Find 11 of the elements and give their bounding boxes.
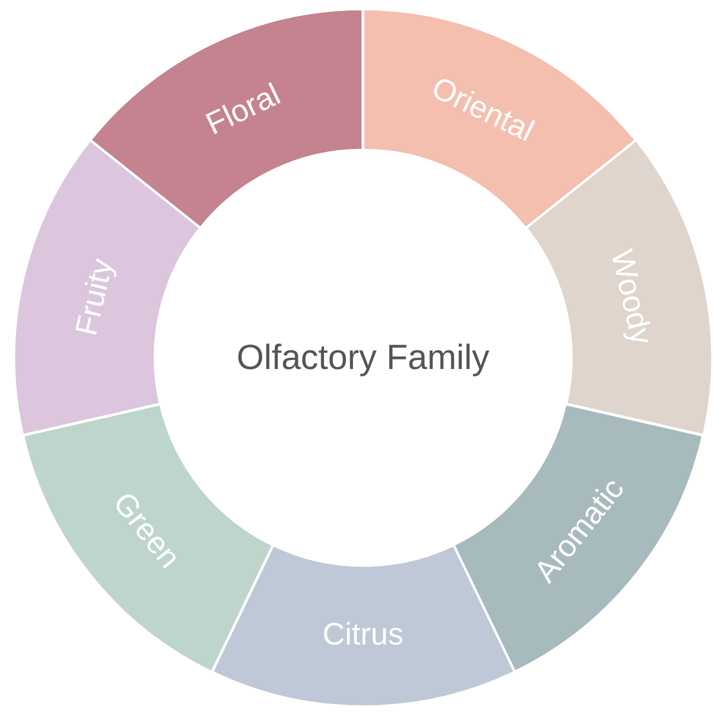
ring-segment bbox=[363, 9, 636, 228]
segment-label: Fruity bbox=[70, 255, 118, 338]
center-label: Olfactory Family bbox=[236, 336, 490, 380]
segment-label: Citrus bbox=[322, 618, 404, 650]
ring-segment bbox=[22, 404, 273, 672]
ring-segment bbox=[14, 140, 200, 436]
segment-label: Floral bbox=[202, 78, 285, 140]
ring-segment bbox=[453, 404, 704, 672]
ring-segment bbox=[526, 140, 712, 436]
ring-segment bbox=[90, 9, 363, 228]
ring-segment bbox=[212, 545, 514, 707]
